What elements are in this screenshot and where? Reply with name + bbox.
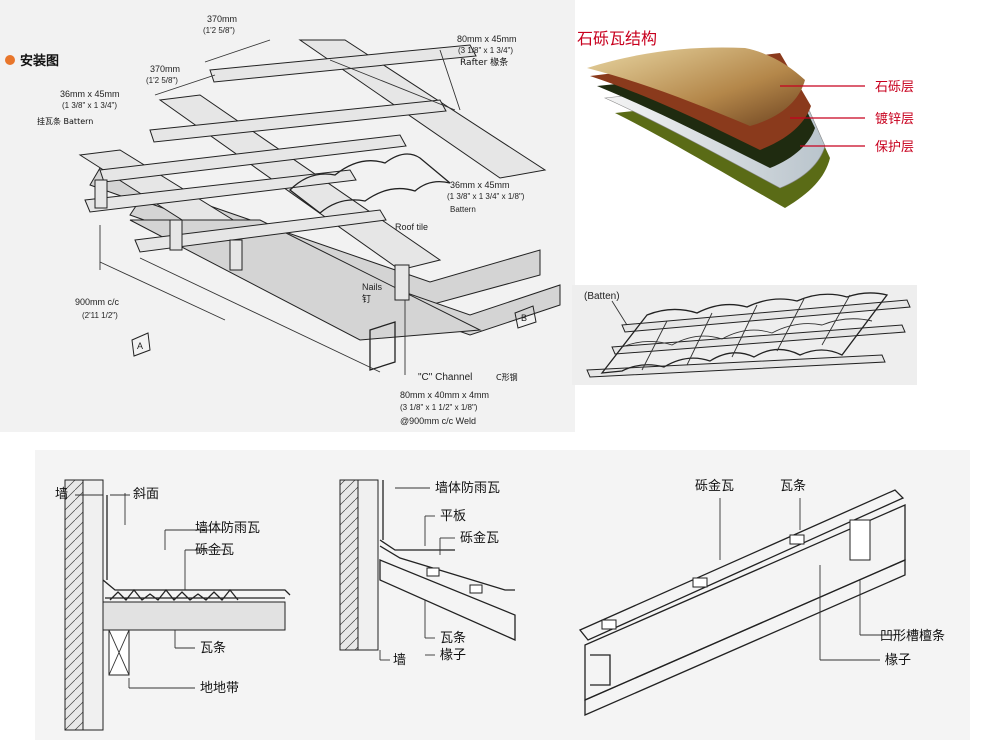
marker-a: A [137, 341, 143, 351]
roof-tile-label: Roof tile [395, 222, 428, 232]
battens [84, 44, 477, 253]
detail-wall-slope [339, 479, 516, 661]
nails-cn-label: 钉 [362, 294, 371, 305]
marker-b-icon [514, 305, 537, 329]
channel-profile [369, 321, 396, 371]
d3-groove-purlin: 凹形槽檀条 [880, 628, 945, 644]
layer-gravel: 石砾层 [875, 80, 914, 95]
d3-batten: 瓦条 [780, 478, 806, 494]
d1-stone-tile: 砾金瓦 [195, 542, 234, 558]
d2-batten: 瓦条 [440, 630, 466, 646]
structure-title: 石砾瓦结构 [577, 29, 657, 48]
batten-label: 挂瓦条 Battern [37, 116, 93, 126]
d1-slope: 斜面 [133, 487, 159, 502]
c-channel-label: "C" Channel [418, 372, 472, 383]
d3-rafter: 椽子 [885, 653, 911, 668]
dim-370-top: 370mm [207, 14, 237, 24]
nails-label: Nails [362, 282, 383, 292]
bullet-dot-icon [5, 55, 15, 65]
tile-sheet [600, 292, 889, 374]
c-channel-cn: C形钢 [496, 372, 518, 382]
d2-wall: 墙 [393, 653, 406, 668]
d1-rain-tile: 墙体防雨瓦 [195, 520, 260, 536]
rafter-label: Rafter 椽条 [460, 56, 508, 68]
d1-ground-strip: 地地带 [200, 681, 239, 696]
batten-size-imperial: (1 3/8" x 1 3/4") [62, 101, 117, 110]
batten-rods [586, 299, 911, 378]
detail-ridge-section [578, 489, 906, 716]
flashing-details-panel: 墙 斜面 墙体防雨瓦 砾金瓦 瓦条 地地带 墙体防雨瓦 平板 [35, 450, 970, 740]
channel-imperial: (3 1/8" x 1 1/2" x 1/8") [400, 403, 478, 412]
dim-370-top-imperial: (1'2 5/8") [203, 26, 235, 35]
rafter-size: 80mm x 45mm [457, 34, 517, 44]
marker-a-icon [131, 332, 151, 357]
spacing-label: 900mm c/c [75, 297, 120, 307]
roof-tile [289, 153, 451, 214]
channel-weld: @900mm c/c Weld [400, 416, 476, 426]
batten-right-imperial: (1 3/8" x 1 3/4" x 1/8") [447, 192, 525, 201]
layer-leader-lines [780, 85, 865, 147]
d2-flat-board: 平板 [440, 509, 466, 524]
installation-diagram: 安装图 [0, 0, 575, 432]
d1-batten: 瓦条 [200, 640, 226, 656]
batten-view-diagram: (Batten) [572, 285, 917, 385]
layer-protect: 保护层 [875, 140, 914, 155]
rafters [78, 39, 547, 341]
batten-size: 36mm x 45mm [60, 89, 120, 99]
layer-zinc: 镀锌层 [875, 111, 914, 127]
d3-stone-tile: 砾金瓦 [695, 478, 734, 494]
batten-right-label: Battern [450, 205, 476, 214]
dim-370-left: 370mm [150, 64, 180, 74]
channel-size: 80mm x 40mm x 4mm [400, 390, 489, 400]
d1-wall: 墙 [55, 487, 68, 502]
tile-structure-diagram: 石砾瓦结构 石砾层 镀锌层 保护层 [575, 18, 983, 218]
marker-b: B [521, 313, 527, 323]
posts [94, 179, 410, 301]
batten-view-label: (Batten) [584, 291, 620, 302]
d2-stone-tile: 砾金瓦 [460, 530, 499, 546]
dim-370-left-imperial: (1'2 5/8") [146, 76, 178, 85]
spacing-imperial: (2'11 1/2") [82, 311, 118, 320]
detail-wall-junction [64, 479, 291, 731]
dimension-lines [99, 39, 461, 375]
layer-stack [587, 47, 830, 208]
batten-right-size: 36mm x 45mm [450, 180, 510, 190]
install-title: 安装图 [20, 53, 59, 69]
rafter-size-imperial: (3 1/8" x 1 3/4") [458, 46, 513, 55]
d2-rafter: 椽子 [440, 648, 466, 663]
d2-rain-tile: 墙体防雨瓦 [435, 480, 500, 496]
